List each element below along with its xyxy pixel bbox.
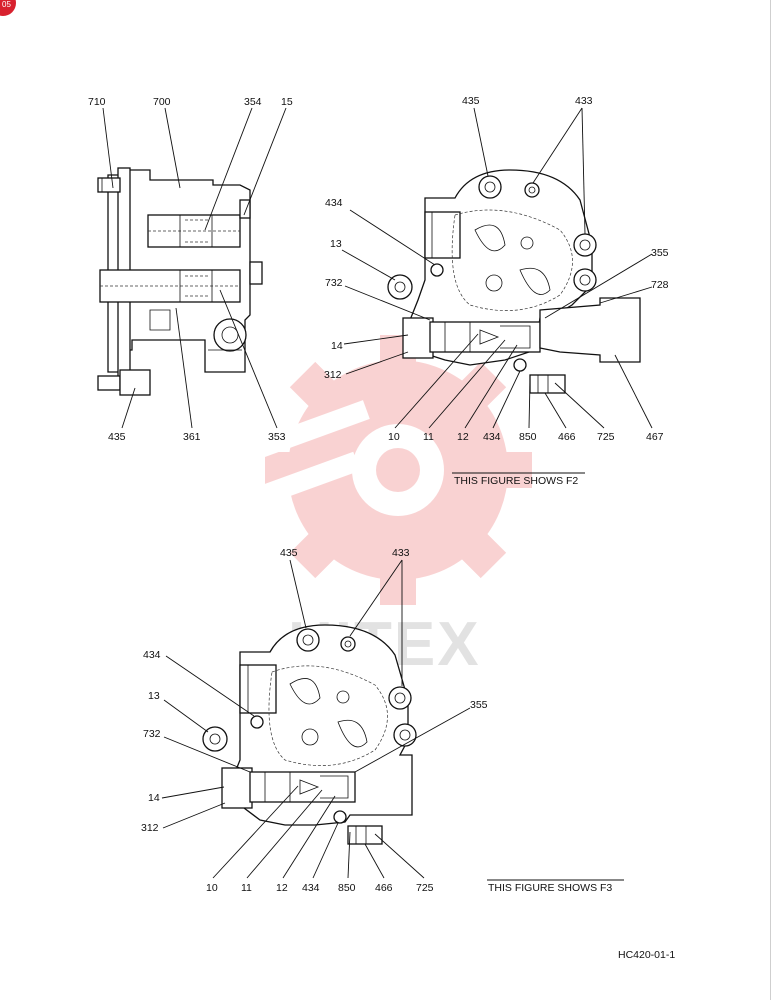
- part-label: 732: [325, 277, 343, 289]
- front-view-f2-drawing: [387, 169, 641, 394]
- side-view-leaders: [102, 107, 287, 429]
- front-view-f2-labels: 435 433 434 13 732 14 312 355 728 10 11 …: [324, 95, 669, 487]
- part-label: 12: [457, 431, 469, 443]
- part-label: 13: [330, 238, 342, 250]
- part-label: 12: [276, 882, 288, 894]
- part-label: 354: [244, 96, 262, 108]
- part-label: 725: [416, 882, 434, 894]
- figure-caption-f3: THIS FIGURE SHOWS F3: [488, 882, 612, 894]
- part-label: 435: [462, 95, 480, 107]
- part-label: 11: [241, 882, 252, 894]
- part-label: 850: [338, 882, 356, 894]
- part-label: 312: [324, 369, 342, 381]
- figure-caption-f2: THIS FIGURE SHOWS F2: [454, 475, 578, 487]
- part-label: 10: [388, 431, 400, 443]
- part-label: 728: [651, 279, 669, 291]
- part-label: 435: [108, 431, 126, 443]
- part-label: 353: [268, 431, 286, 443]
- part-label: 361: [183, 431, 201, 443]
- part-label: 10: [206, 882, 218, 894]
- part-label: 434: [143, 649, 161, 661]
- part-label: 433: [575, 95, 593, 107]
- part-label: 312: [141, 822, 159, 834]
- front-view-f3-labels: 435 433 434 13 732 14 312 355 10 11 12 4…: [141, 547, 612, 894]
- watermark-gear-icon: [249, 335, 532, 605]
- part-label: 467: [646, 431, 664, 443]
- part-label: 466: [558, 431, 576, 443]
- part-label: 435: [280, 547, 298, 559]
- part-label: 434: [302, 882, 320, 894]
- front-view-f2-leaders: [341, 107, 653, 474]
- part-label: 15: [281, 96, 293, 108]
- drawing-code: HC420-01-1: [618, 949, 675, 961]
- part-label: 355: [651, 247, 669, 259]
- part-label: 466: [375, 882, 393, 894]
- front-view-f3-leaders: [161, 559, 624, 881]
- part-label: 13: [148, 690, 160, 702]
- part-label: 14: [331, 340, 343, 352]
- side-view-drawing: [97, 167, 263, 396]
- part-label: 14: [148, 792, 160, 804]
- page-edge-line: [770, 0, 771, 1000]
- part-label: 725: [597, 431, 615, 443]
- front-view-f3-drawing: [202, 624, 417, 845]
- part-label: 732: [143, 728, 161, 740]
- corner-badge: 05: [0, 0, 16, 16]
- part-label: 11: [423, 431, 434, 443]
- part-label: 700: [153, 96, 171, 108]
- part-label: 433: [392, 547, 410, 559]
- part-label: 434: [325, 197, 343, 209]
- part-label: 850: [519, 431, 537, 443]
- side-view-labels: 710 700 354 15 435 361 353: [88, 96, 293, 443]
- part-label: 434: [483, 431, 501, 443]
- part-label: 355: [470, 699, 488, 711]
- part-label: 710: [88, 96, 106, 108]
